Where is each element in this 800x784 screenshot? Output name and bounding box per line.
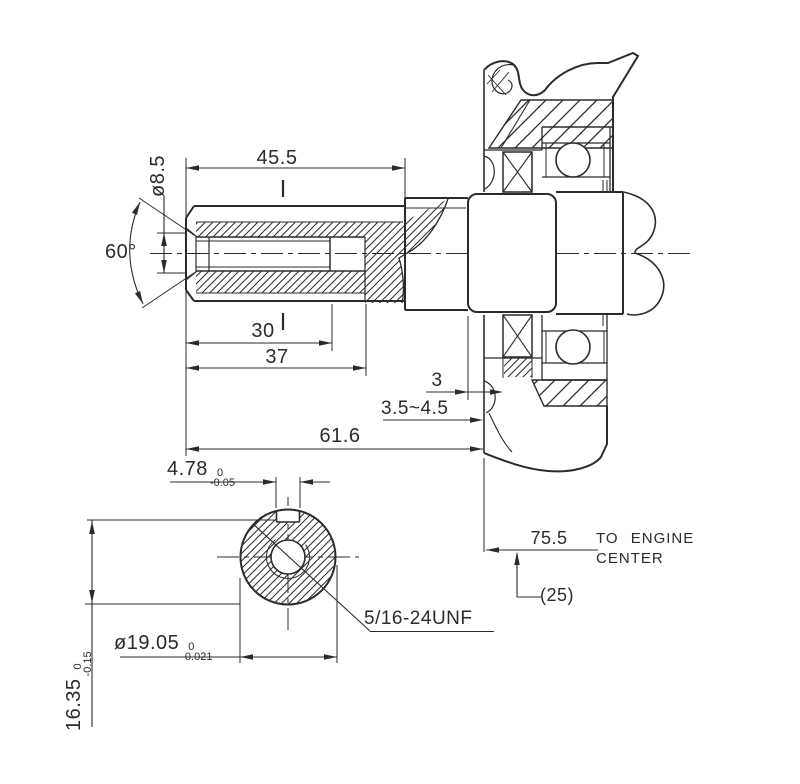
dim-countersink-angle-label: 60°: [105, 241, 137, 263]
dim-mount-range-label: 3.5~4.5: [381, 398, 449, 419]
threaded-hole: [185, 198, 466, 304]
shaft-od-circle: [239, 508, 337, 606]
to-engine-text-line1: TO ENGINE: [596, 530, 695, 547]
dim-hole-depth-label: 37: [265, 346, 289, 368]
keyway-depth-value: 16.35: [63, 678, 85, 731]
ball-bearing-bottom: [541, 315, 608, 381]
keyway-width-tolerance: 0-0.05: [209, 467, 236, 489]
shaft-diameter-value: ø19.05: [114, 632, 180, 654]
dimension-lines: [85, 158, 598, 727]
dim-reference-25-label: (25): [540, 585, 575, 605]
oil-seal-top: [502, 151, 533, 193]
shaft-section-hatch: [196, 199, 448, 303]
dim-to-engine-center-label: 75.5: [530, 528, 568, 548]
keyway-depth-tolerance: 0-0.15: [72, 651, 94, 677]
ball-bearing-top: [541, 126, 613, 192]
thread-spec-label: 5/16-24UNF: [364, 608, 473, 629]
dimension-arrows: [89, 165, 520, 660]
seal-cove: [483, 155, 495, 190]
breakout-boundary: [398, 198, 449, 304]
dim-hole-diameter-label: ø8.5: [147, 154, 169, 197]
shaft-outline: [185, 191, 665, 316]
dim-usable-length-label: 45.5: [256, 147, 298, 169]
keyway-width-value: 4.78: [167, 458, 208, 480]
crankcase-contour: [483, 51, 640, 192]
oil-seal-bottom: [502, 314, 533, 378]
keyway-slot: [275, 510, 301, 523]
to-engine-text-line2: CENTER: [596, 550, 664, 567]
bearing-ball-top: [555, 142, 591, 178]
shaft-cross-section: [239, 506, 337, 606]
engine-block-bottom: [483, 314, 608, 473]
dim-total-length-label: 61.6: [319, 425, 361, 447]
dim-step-label: 3: [431, 370, 443, 391]
engine-block-top: [483, 51, 640, 193]
seal-cove-bottom: [483, 380, 496, 414]
dim-thread-depth-label: 30: [251, 320, 275, 342]
thread-major-arc: [266, 535, 310, 579]
crankcase-wall-hatch-bottom: [530, 379, 608, 407]
shaft-diameter-tolerance: 0-0.021: [181, 641, 213, 663]
casting-curl: [491, 63, 515, 95]
crankcase-contour-bottom: [483, 406, 608, 473]
bearing-ball-bottom: [555, 329, 591, 365]
crankcase-wall-hatch: [487, 99, 614, 149]
shaft-break-line: [622, 191, 665, 316]
